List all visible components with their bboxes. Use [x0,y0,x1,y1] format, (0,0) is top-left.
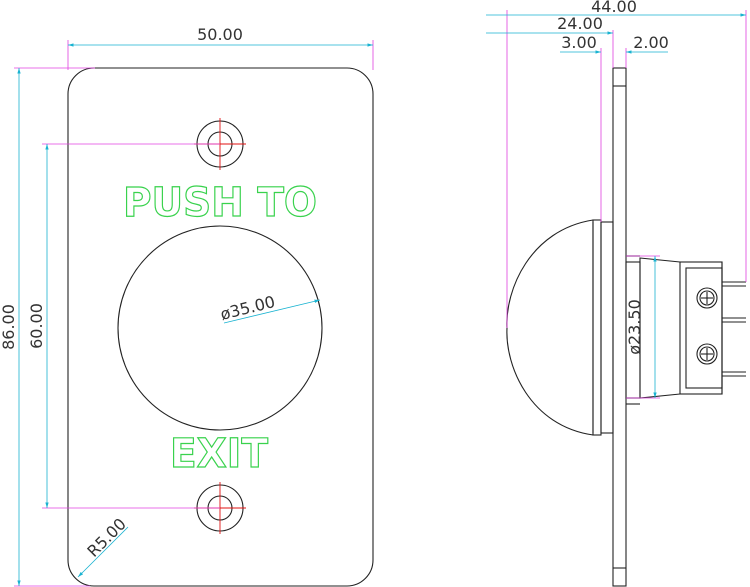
height-label: 86.00 [0,304,18,350]
corner-radius-dimension: R5.00 [77,514,130,578]
switch-body [625,255,746,405]
total-depth-dimension: 44.00 [486,0,747,328]
front-view: ø35.00 PUSH TO EXIT 50.00 86.00 60.00 [0,25,374,587]
plate-label: 2.00 [633,33,669,52]
width-dimension: 50.00 [67,25,374,70]
terminal-screw-top [696,287,718,309]
body-diameter-dimension: ø23.50 [625,255,660,399]
button-depth-dimension: 24.00 [486,14,614,68]
corner-radius-label: R5.00 [83,514,129,560]
width-label: 50.00 [197,25,243,44]
height-dimension: 86.00 [0,67,95,587]
button-depth-label: 24.00 [557,14,603,33]
dome-button [506,219,594,436]
terminal-screw-bottom [696,343,718,365]
body-diameter-label: ø23.50 [625,299,644,355]
faceplate-outline [67,67,374,587]
button-diameter-label: ø35.00 [218,292,277,324]
hole-spacing-dimension: 60.00 [27,143,220,509]
plate-text-exit: EXIT [170,431,269,477]
hole-spacing-label: 60.00 [27,303,46,349]
bezel-label: 3.00 [561,33,597,52]
side-view: 44.00 24.00 3.00 2.00 ø23.50 [486,0,747,587]
bezel-ring [600,221,614,434]
plate-dimension: 2.00 [625,33,669,68]
total-depth-label: 44.00 [591,0,637,16]
plate-text-push-to: PUSH TO [123,180,317,226]
bezel-dimension: 3.00 [560,33,602,222]
push-button-circle [117,225,323,431]
button-dia-leader [223,299,321,324]
